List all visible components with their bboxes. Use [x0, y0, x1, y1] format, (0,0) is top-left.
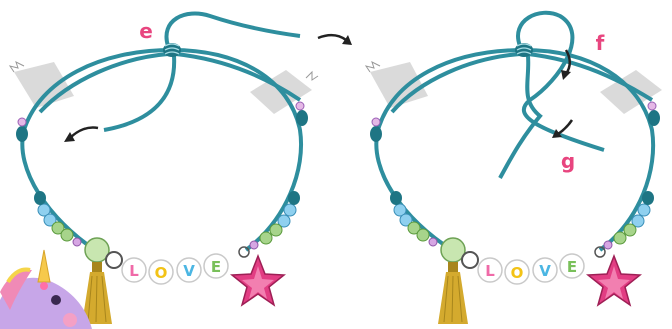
arrow-icon: [64, 127, 98, 142]
tassel-icon: [438, 262, 468, 324]
letter-beads-right: L O V E: [478, 254, 584, 284]
letter-bead: E: [211, 258, 221, 276]
side-knot-icon: [370, 118, 382, 142]
bracelet-cord: [500, 56, 540, 178]
side-knot-icon: [648, 102, 660, 126]
step-label-f: f: [596, 31, 605, 55]
star-charm-icon: [232, 247, 284, 305]
jump-ring: [462, 252, 478, 268]
side-knot-icon: [296, 102, 308, 126]
sliding-knot-icon: [515, 43, 533, 57]
letter-bead: V: [539, 262, 551, 280]
letter-bead: O: [511, 264, 524, 282]
tape-icon: [366, 62, 428, 108]
side-knot-icon: [16, 118, 28, 142]
jump-ring: [106, 252, 122, 268]
letter-bead: O: [155, 264, 168, 282]
step-label-g: g: [561, 149, 575, 173]
letter-bead: L: [485, 262, 495, 280]
sliding-knot-icon: [163, 43, 181, 57]
panel-right: L O V E f g: [366, 13, 662, 324]
star-charm-icon: [588, 247, 640, 305]
bracelet-cord: [166, 14, 300, 46]
letter-bead: E: [567, 258, 577, 276]
panel-left: L O V E: [0, 14, 352, 329]
unicorn-icon: [0, 250, 92, 329]
letter-beads-left: L O V E: [122, 254, 228, 284]
step-label-e: e: [139, 19, 153, 43]
letter-bead: V: [183, 262, 195, 280]
letter-bead: L: [129, 262, 139, 280]
bead-group-left: [390, 191, 465, 262]
arrow-icon: [318, 35, 352, 45]
